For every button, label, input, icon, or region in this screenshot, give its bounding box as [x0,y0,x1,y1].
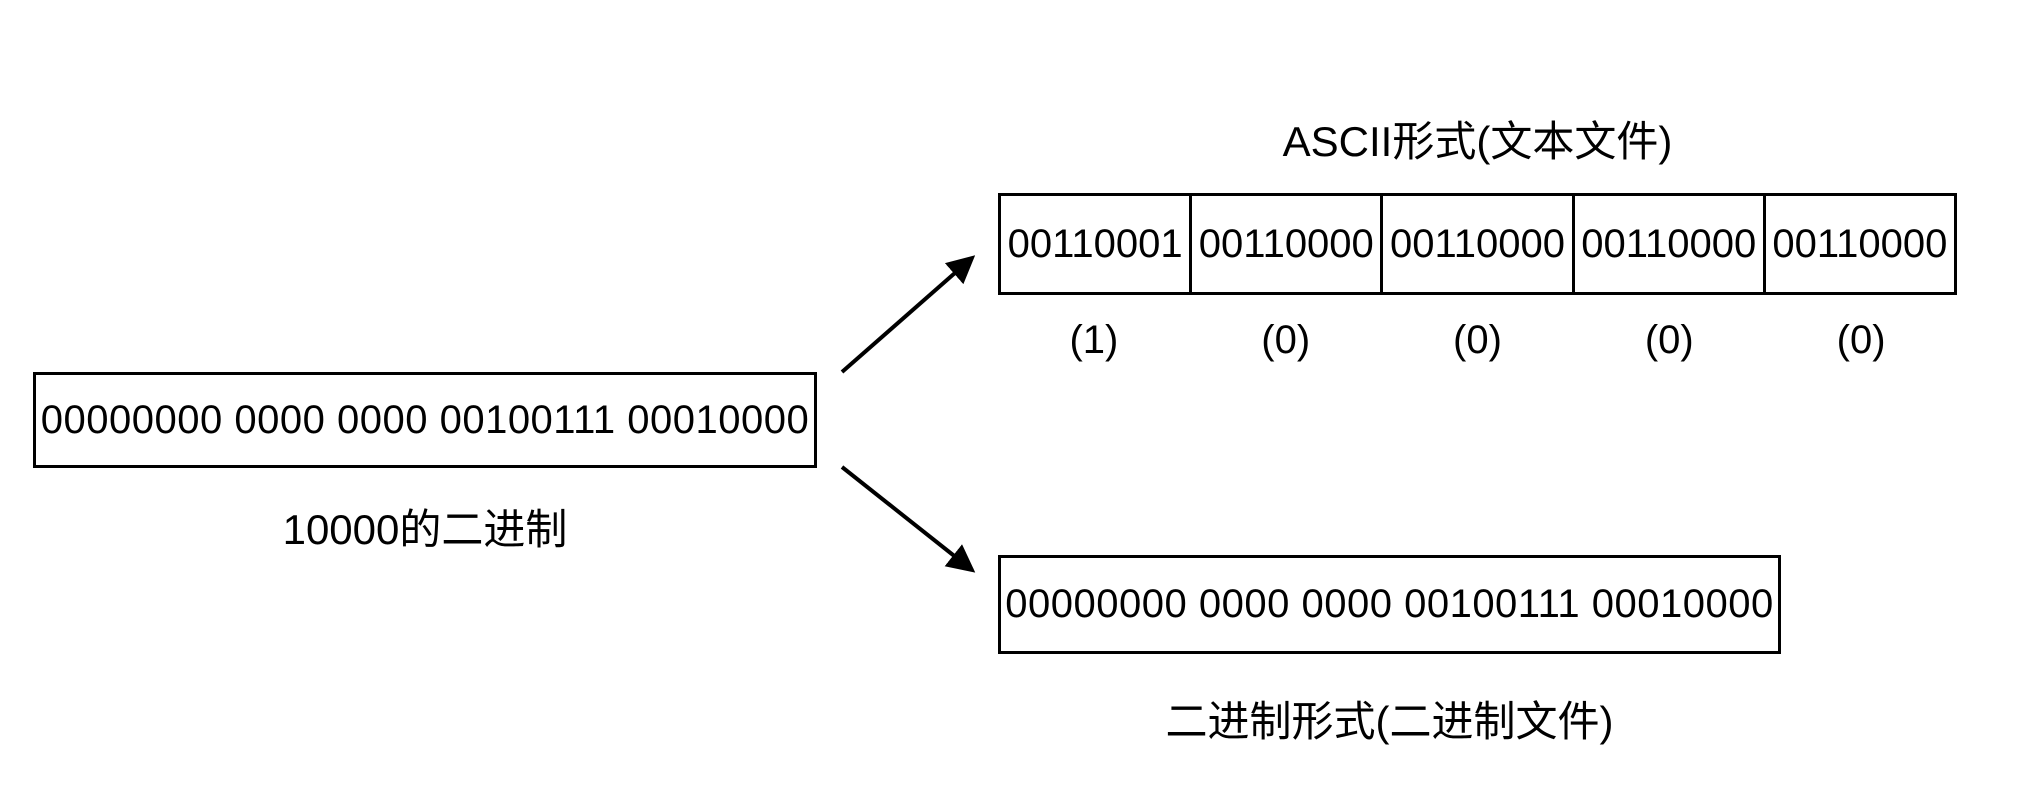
ascii-byte-cell: 00110000 [1772,221,1948,266]
binary-file-box: 00000000 0000 0000 00100111 00010000 [998,555,1781,654]
ascii-caption: (1) [1069,318,1119,362]
ascii-byte-table: 00110001 00110000 00110000 00110000 0011… [998,193,1957,295]
ascii-title: ASCII形式(文本文件) [1282,118,1673,165]
binary-file-value: 00000000 0000 0000 00100111 00010000 [1005,582,1774,626]
ascii-byte-cell: 00110001 [1001,196,1193,292]
ascii-byte-cell: 00110000 [1575,196,1766,292]
ascii-caption: (0) [1836,318,1886,362]
ascii-caption-row: (1) (0) (0) (0) (0) [998,318,1957,363]
source-binary-value: 00000000 0000 0000 00100111 00010000 [40,397,810,442]
ascii-caption: (0) [1453,318,1502,362]
source-label: 10000的二进制 [282,506,568,553]
ascii-caption: (0) [1644,318,1694,362]
arrow-to-binary-icon [840,465,976,573]
ascii-caption: (0) [1261,318,1311,362]
ascii-byte-cell: 00110000 [1383,196,1575,292]
binary-file-label: 二进制形式(二进制文件) [1165,698,1614,745]
ascii-byte-cell: 00110000 [1192,196,1384,292]
arrow-to-ascii-icon [840,255,976,374]
source-binary-box: 00000000 0000 0000 00100111 00010000 [33,372,817,468]
